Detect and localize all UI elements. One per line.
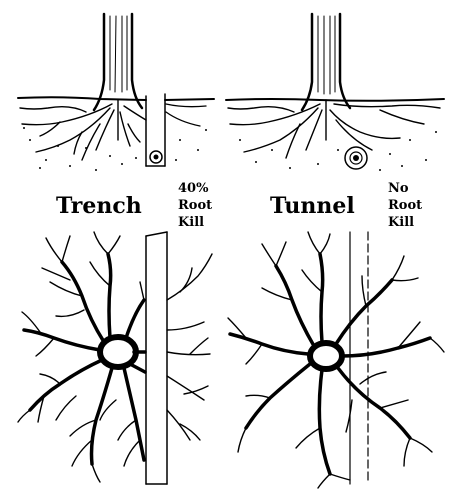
tunnel-plan-view <box>227 231 445 489</box>
soil-texture-right <box>239 131 437 171</box>
tree-trunk-left <box>92 12 144 112</box>
trench-note-line-2: Root <box>178 198 213 213</box>
trench-note-line-3: Kill <box>178 215 205 230</box>
pipe-in-trench <box>149 150 163 164</box>
pipe-in-tunnel <box>344 146 368 170</box>
trench-note-line-1: 40% <box>178 181 209 196</box>
tunnel-note-line-2: Root <box>388 198 423 213</box>
trench-strip <box>145 231 168 485</box>
tunnel-note-line-1: No <box>388 181 409 196</box>
trench-cut <box>145 93 166 167</box>
root-network-left <box>22 252 147 466</box>
trench-plan-view <box>17 231 213 485</box>
roots-left <box>19 99 147 161</box>
trench-note: 40% Root Kill <box>178 180 212 231</box>
tree-trunk-right <box>300 12 352 112</box>
tunnel-label: Tunnel <box>270 193 355 219</box>
tunnel-side-view <box>225 12 445 171</box>
trench-side-view <box>17 12 215 171</box>
ground-line-right <box>225 98 445 102</box>
ground-line-left <box>17 96 147 101</box>
tunnel-path <box>349 231 369 485</box>
soil-texture-left <box>23 127 207 171</box>
trench-label: Trench <box>56 193 142 219</box>
roots-right <box>227 99 441 159</box>
tunnel-note: No Root Kill <box>388 180 422 231</box>
root-network-right <box>228 252 432 476</box>
tunnel-note-line-3: Kill <box>388 215 415 230</box>
